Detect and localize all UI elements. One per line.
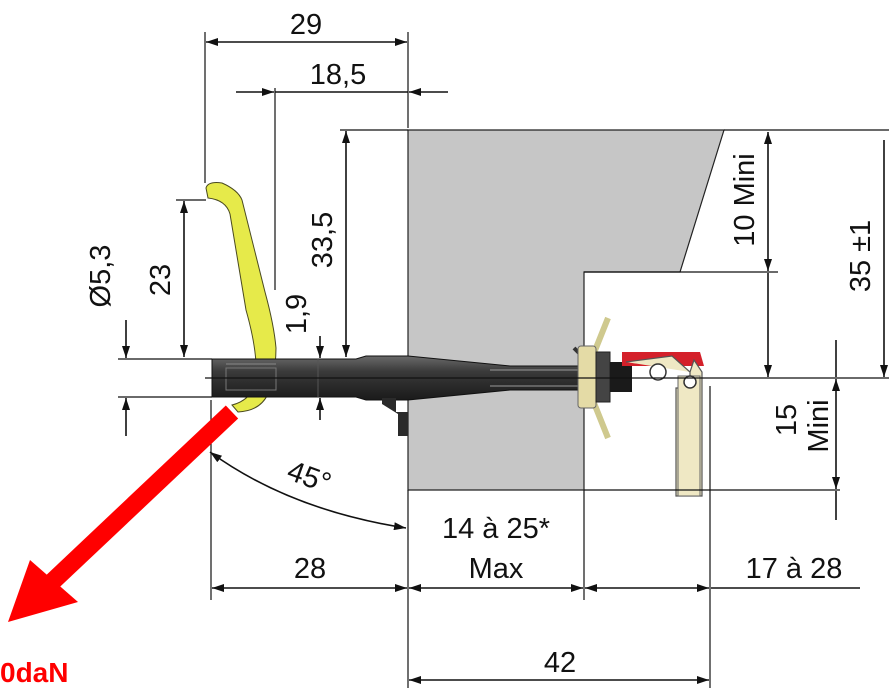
dim-1-9: 1,9 [281, 294, 313, 334]
dim-42: 42 [544, 647, 576, 679]
dim-23: 23 [145, 264, 177, 296]
dim-18-5: 18,5 [310, 59, 366, 91]
dim-hole-diameter: Ø5,3 [85, 245, 117, 308]
bolt-assembly [211, 316, 704, 497]
dim-29: 29 [290, 9, 322, 41]
dim-15: 15 [771, 404, 803, 436]
dim-10-mini: 10 Mini [729, 153, 761, 247]
dim-angle: 45° [283, 455, 335, 500]
dim-17-28: 17 à 28 [746, 553, 843, 585]
dim-15-mini: Mini [803, 399, 835, 452]
dimension-lines [118, 32, 889, 688]
dim-28: 28 [294, 553, 326, 585]
dim-thickness-max: Max [469, 553, 524, 585]
dim-35: 35 ±1 [845, 220, 877, 292]
force-arrow [8, 405, 239, 622]
force-label: 0daN [0, 657, 68, 688]
dim-33-5: 33,5 [307, 212, 339, 268]
dim-thickness-range: 14 à 25* [442, 513, 550, 545]
